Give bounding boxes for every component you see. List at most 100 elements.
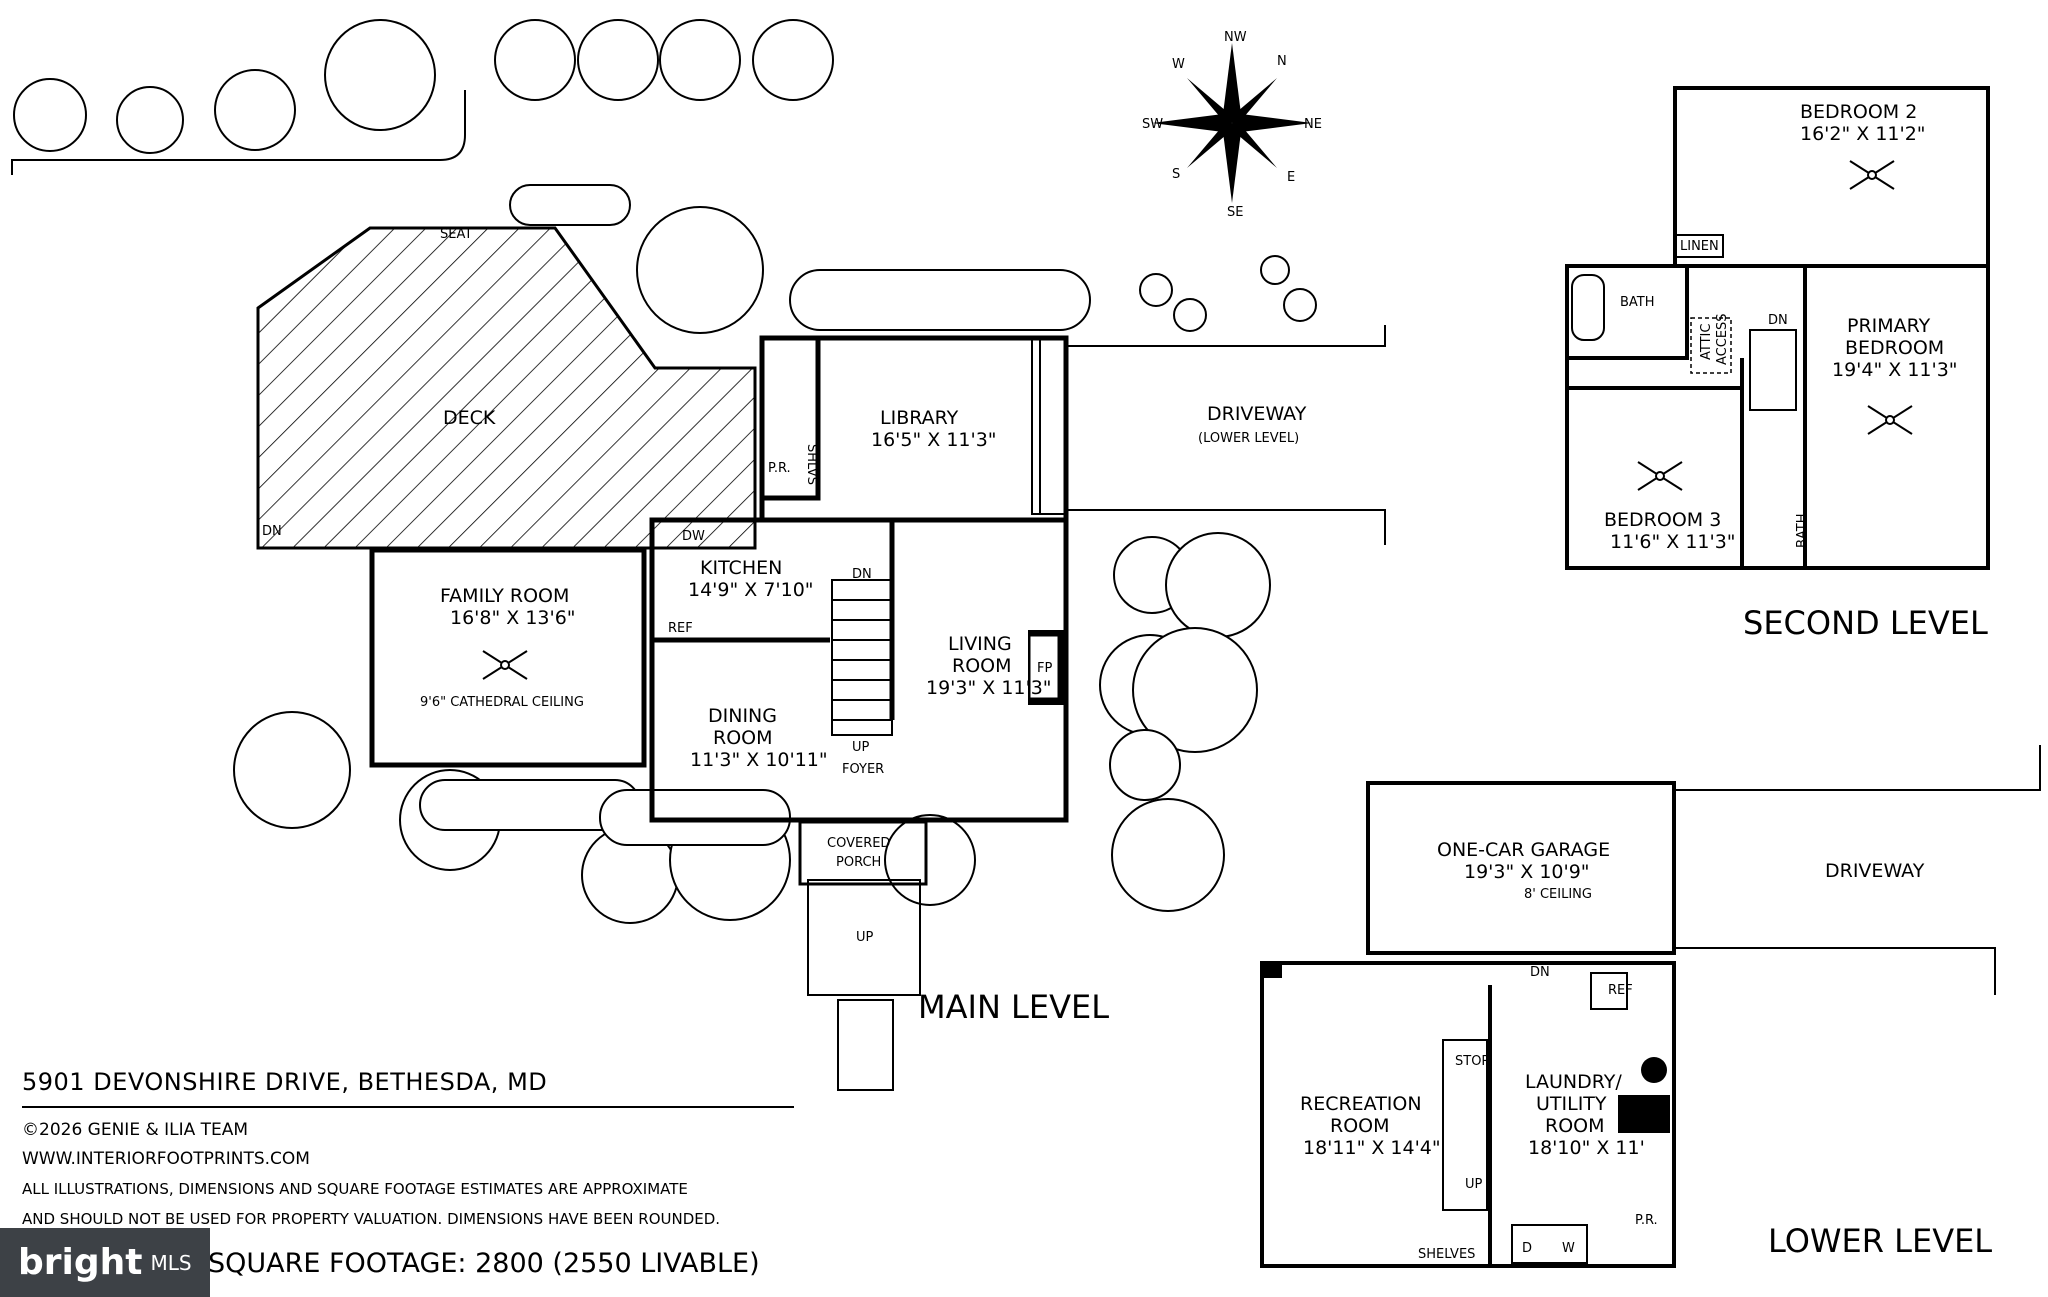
driveway-note: (LOWER LEVEL) xyxy=(1198,431,1299,446)
dining-room-dims: 11'3" X 10'11" xyxy=(690,749,828,771)
deck-dn-label: DN xyxy=(262,524,282,539)
family-room-note: 9'6" CATHEDRAL CEILING xyxy=(420,695,584,710)
recreation-label-2: ROOM xyxy=(1330,1115,1390,1137)
primary-dims: 19'4" X 11'3" xyxy=(1832,359,1958,381)
laundry-label-2: UTILITY xyxy=(1536,1093,1607,1115)
dishwasher-label: DW xyxy=(682,529,705,544)
primary-bedroom-walls xyxy=(1803,264,1990,570)
property-address: 5901 DEVONSHIRE DRIVE, BETHESDA, MD xyxy=(22,1068,548,1096)
upper-stairs xyxy=(1749,329,1797,411)
main-stairs xyxy=(831,579,893,736)
furnace-icon xyxy=(1618,1095,1670,1133)
living-room-label-1: LIVING xyxy=(948,633,1012,655)
bedroom2-dims: 16'2" X 11'2" xyxy=(1800,123,1926,145)
dining-room-label-1: DINING xyxy=(708,705,777,727)
stor-label: STOR xyxy=(1455,1054,1490,1069)
compass-e: E xyxy=(1287,170,1295,185)
primary-bath-label: BATH xyxy=(1795,513,1810,548)
main-level-plan: DECK SEAT FP xyxy=(256,226,1386,1091)
stairs-up-label: UP xyxy=(852,740,870,755)
bright-mls-logo: bright MLS xyxy=(0,1228,210,1297)
lower-stairs xyxy=(1442,1039,1488,1211)
family-room-label: FAMILY ROOM xyxy=(440,585,569,607)
bath-walls xyxy=(1565,264,1689,360)
primary-label-2: BEDROOM xyxy=(1845,337,1944,359)
attic-access xyxy=(1690,317,1732,374)
attic-label-1: ATTIC xyxy=(1699,324,1714,360)
shelves-label: SHLVS xyxy=(804,444,819,485)
powder-room-label: P.R. xyxy=(768,461,791,476)
compass-w: W xyxy=(1172,57,1185,72)
laundry-label-1: LAUNDRY/ xyxy=(1525,1071,1622,1093)
bath-label: BATH xyxy=(1620,295,1655,310)
divider xyxy=(22,1106,794,1108)
garage-note: 8' CEILING xyxy=(1524,887,1592,902)
kitchen-dims: 14'9" X 7'10" xyxy=(688,579,814,601)
bedroom3-dims: 11'6" X 11'3" xyxy=(1610,531,1736,553)
seat-label: SEAT xyxy=(440,227,472,242)
basement-walls xyxy=(1260,961,1676,1268)
upper-dn-label: DN xyxy=(1768,313,1788,328)
foyer-label: FOYER xyxy=(842,762,884,777)
copyright-text: ©2026 GENIE & ILIA TEAM xyxy=(22,1120,249,1140)
lower-level-title: LOWER LEVEL xyxy=(1768,1222,1992,1260)
recreation-label-1: RECREATION xyxy=(1300,1093,1422,1115)
front-steps xyxy=(807,879,921,996)
compass-sw: SW xyxy=(1142,117,1163,132)
shelves-label: SHELVES xyxy=(1418,1247,1475,1262)
ceiling-fan-icon xyxy=(1637,461,1683,491)
washer-dryer xyxy=(1511,1224,1588,1264)
walkway xyxy=(837,999,894,1091)
ref-box xyxy=(1590,972,1628,1010)
compass-n: N xyxy=(1277,54,1287,69)
path-curve xyxy=(11,90,466,175)
ref-label: REF xyxy=(668,621,693,636)
disclaimer-line-1: ALL ILLUSTRATIONS, DIMENSIONS AND SQUARE… xyxy=(22,1180,688,1198)
linen-label: LINEN xyxy=(1680,239,1719,254)
listing-info: 5901 DEVONSHIRE DRIVE, BETHESDA, MD ©202… xyxy=(22,1068,802,1234)
family-room-dims: 16'8" X 13'6" xyxy=(450,607,576,629)
garage-walls xyxy=(1366,781,1676,955)
ceiling-fan-icon xyxy=(482,650,528,680)
porch-label-2: PORCH xyxy=(836,855,881,870)
logo-brand: bright xyxy=(18,1242,143,1283)
attic-label-2: ACCESS xyxy=(1715,313,1730,365)
deck-label: DECK xyxy=(443,407,496,429)
bedroom2-label: BEDROOM 2 xyxy=(1800,101,1917,123)
disclaimer-line-2: AND SHOULD NOT BE USED FOR PROPERTY VALU… xyxy=(22,1210,721,1228)
logo-suffix: MLS xyxy=(150,1250,192,1275)
powder-room-walls xyxy=(759,335,821,501)
fireplace-label: FP xyxy=(1037,661,1052,676)
ceiling-fan-icon xyxy=(1867,405,1913,435)
compass-nw: NW xyxy=(1224,30,1247,45)
recreation-dims: 18'11" X 14'4" xyxy=(1303,1137,1441,1159)
kitchen-label: KITCHEN xyxy=(700,557,782,579)
dryer-label: D xyxy=(1522,1241,1532,1256)
second-level-title: SECOND LEVEL xyxy=(1743,604,1988,642)
garage-dn-label: DN xyxy=(1530,965,1550,980)
driveway-label: DRIVEWAY xyxy=(1207,403,1307,425)
compass-s: S xyxy=(1172,167,1180,182)
driveway-edges xyxy=(1068,325,1386,545)
primary-label-1: PRIMARY xyxy=(1847,315,1931,337)
bedroom3-label: BEDROOM 3 xyxy=(1604,509,1721,531)
covered-porch xyxy=(798,820,928,886)
compass-ne: NE xyxy=(1304,117,1322,132)
bathtub-icon xyxy=(1571,274,1605,341)
stairs-dn-label: DN xyxy=(852,567,872,582)
washer-label: W xyxy=(1562,1241,1575,1256)
linen-closet xyxy=(1674,234,1724,258)
porch-up-label: UP xyxy=(856,930,874,945)
garage-label: ONE-CAR GARAGE xyxy=(1437,839,1610,861)
dining-room-label-2: ROOM xyxy=(713,727,773,749)
library-dims: 16'5" X 11'3" xyxy=(871,429,997,451)
lower-driveway-edges xyxy=(1676,745,2041,995)
lower-level-plan: ONE-CAR GARAGE 19'3" X 10'9" 8' CEILING … xyxy=(1260,745,2041,1268)
garage-dims: 19'3" X 10'9" xyxy=(1464,861,1590,883)
lower-driveway-label: DRIVEWAY xyxy=(1825,860,1925,882)
website-text: WWW.INTERIORFOOTPRINTS.COM xyxy=(22,1149,310,1169)
main-level-title: MAIN LEVEL xyxy=(918,988,1109,1026)
lower-ref-label: REF xyxy=(1608,983,1633,998)
porch-label-1: COVERED xyxy=(827,836,890,851)
